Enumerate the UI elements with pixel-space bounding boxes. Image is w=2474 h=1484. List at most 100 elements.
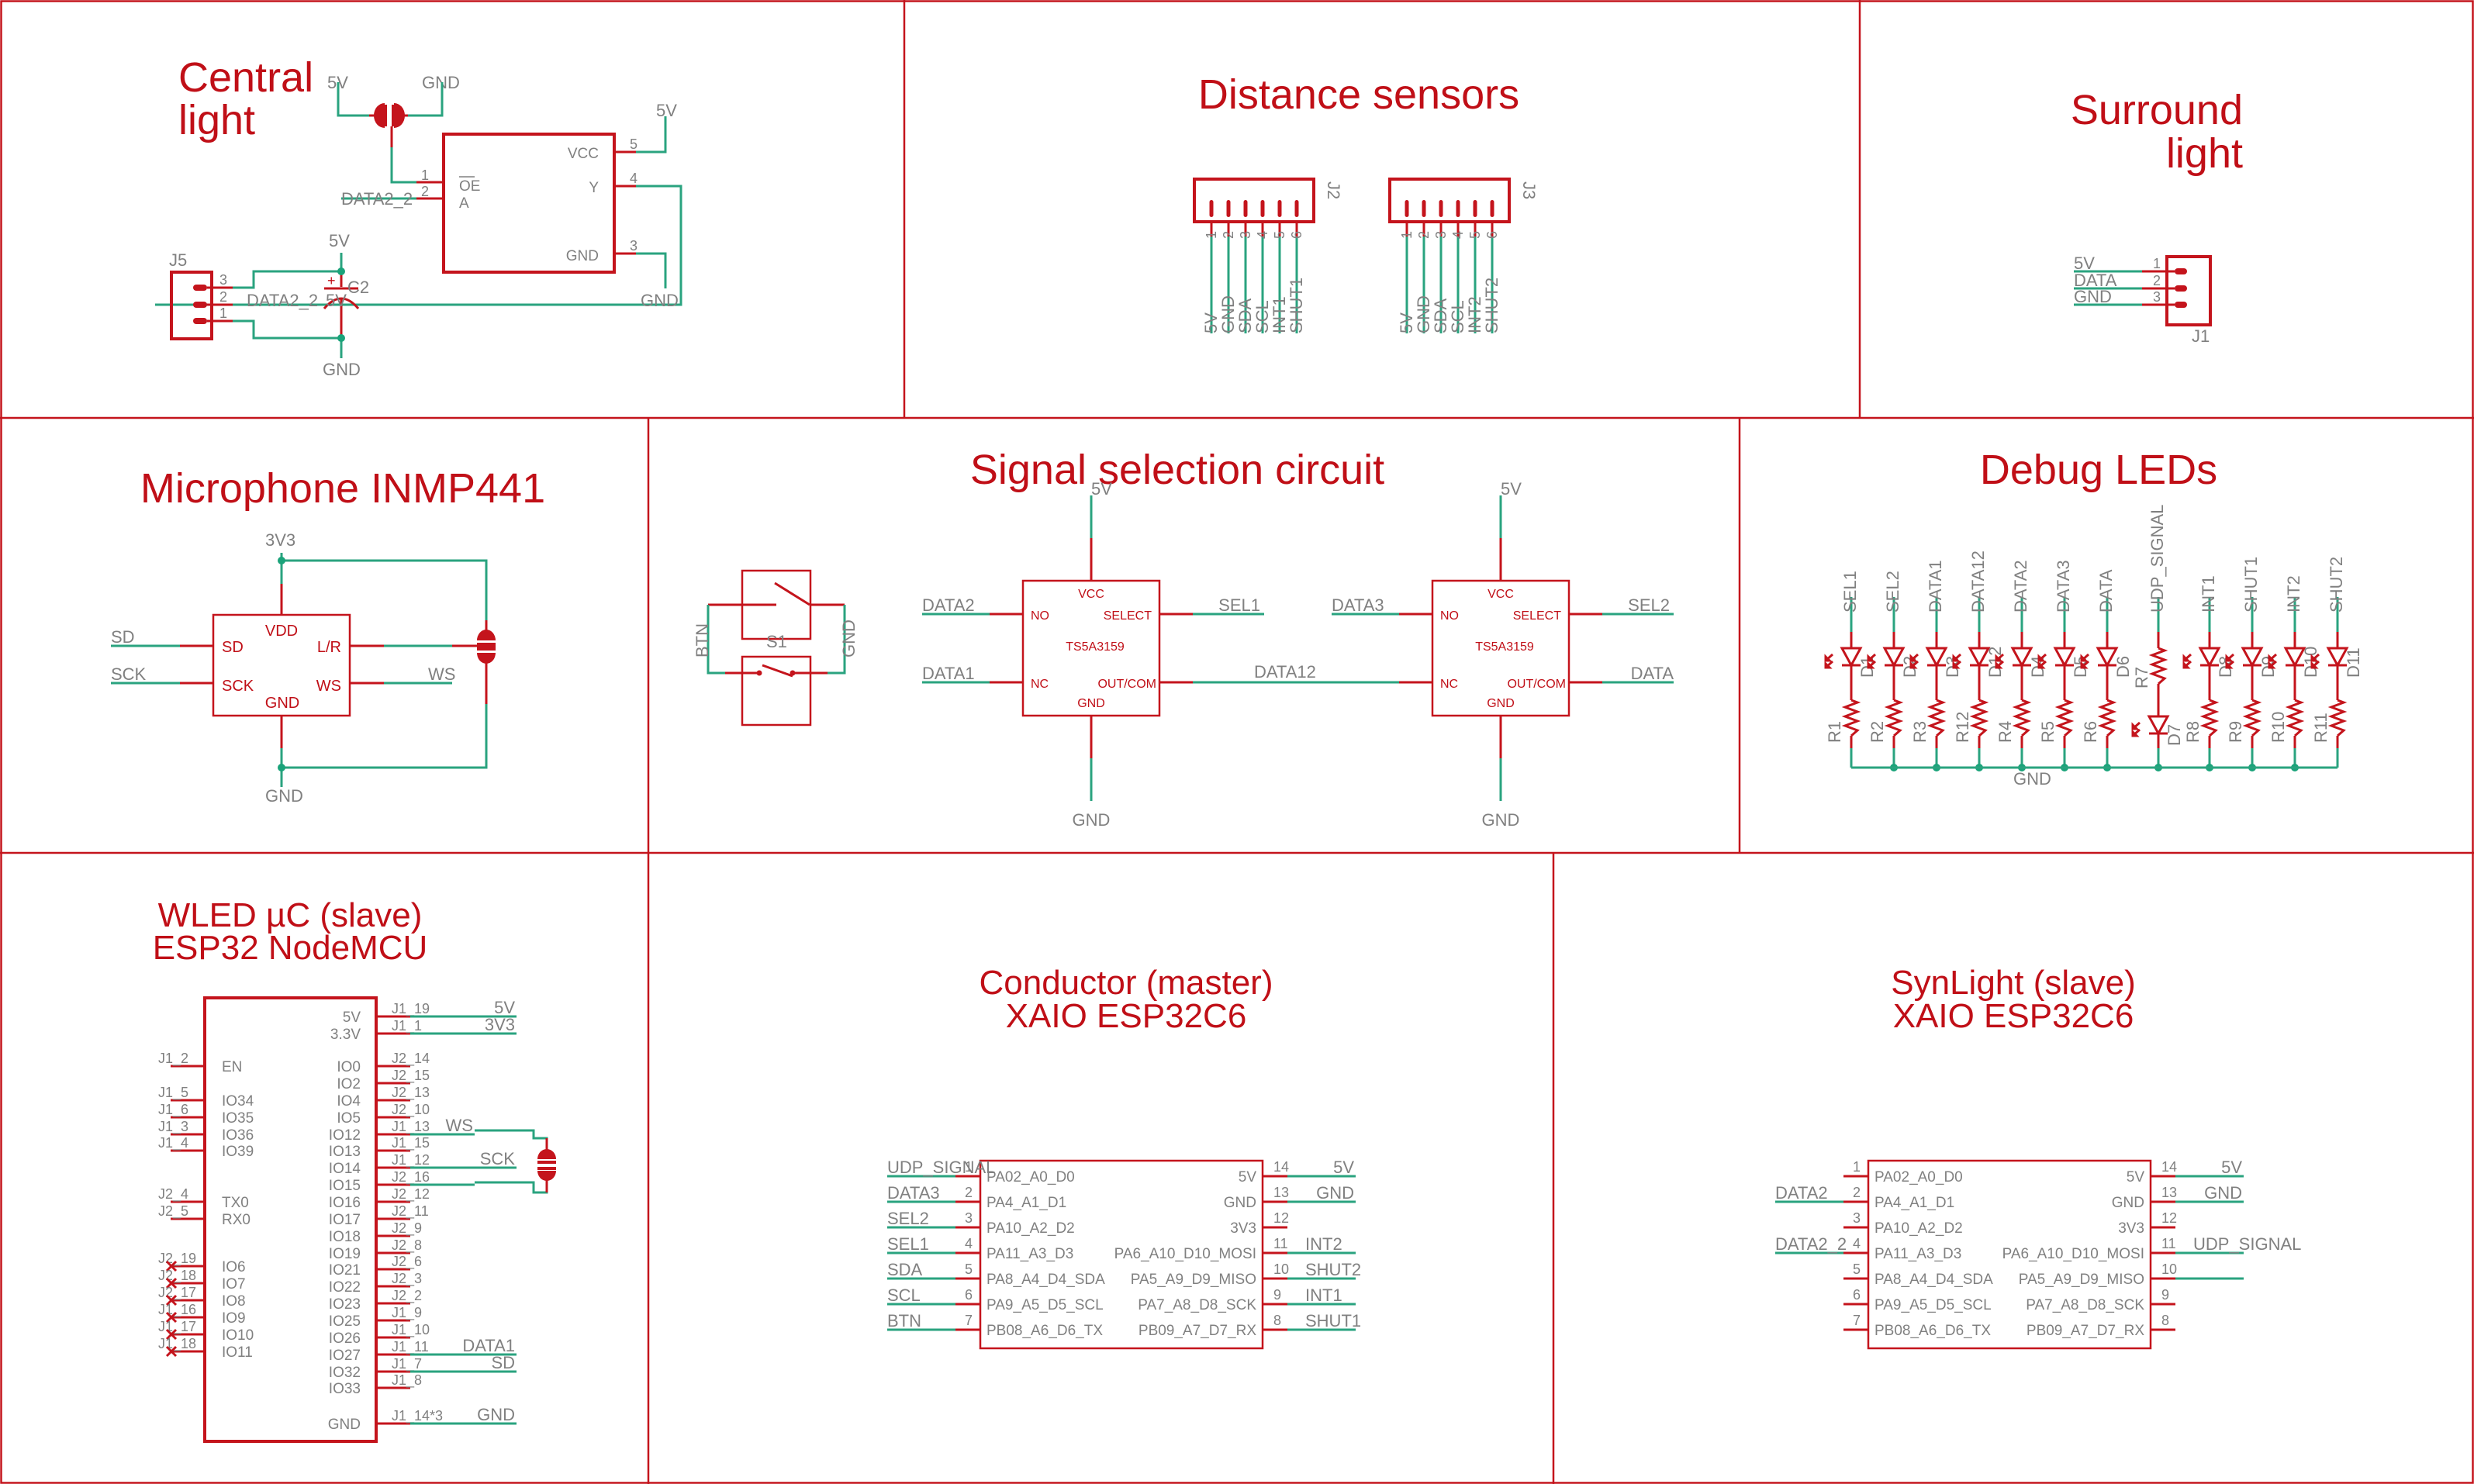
pin-name: PA8_A4_D4_SDA [1875, 1272, 1993, 1288]
pad-label: J2_17 [158, 1285, 196, 1301]
pad-label: J2_12 [392, 1186, 430, 1203]
net-label: BTN [887, 1311, 921, 1330]
pin-number: 5 [1272, 231, 1287, 239]
connector-pins [2142, 268, 2187, 308]
pin-number: 6 [1289, 231, 1304, 239]
pin-name: VCC [568, 146, 599, 162]
pad-label: J2_13 [392, 1085, 430, 1101]
ref-designator: C2 [347, 278, 369, 297]
pin-name: EN [222, 1059, 242, 1075]
pin-number: 9 [2161, 1287, 2169, 1303]
pin-name: PA10_A2_D2 [986, 1220, 1075, 1237]
light-emission-arrows [1824, 653, 1833, 669]
ref-designator: J5 [169, 250, 187, 270]
pin-contact [1226, 200, 1231, 217]
net-label: INT1 [1270, 296, 1289, 333]
net-label: GND [1218, 295, 1238, 333]
pin-contact [1260, 200, 1265, 217]
pad-label: J2_10 [392, 1102, 430, 1118]
pin-name: PA9_A5_D5_SCL [986, 1297, 1104, 1313]
pin-contact [1277, 200, 1282, 217]
no-connect-icon [165, 1311, 178, 1324]
net-label: GND [323, 360, 361, 379]
light-emission-arrows [2182, 653, 2192, 669]
pad-label: J2_18 [158, 1268, 196, 1284]
pin-name: NO [1440, 609, 1459, 623]
pin-number: 2 [1221, 231, 1236, 239]
pin-contact [1243, 200, 1248, 217]
xiao-chips: 1PA02_A0_D0UDP_SIGNAL2PA4_A1_D1DATA33PA1… [887, 1158, 2301, 1350]
pin-name: IO4 [337, 1093, 361, 1110]
wled-cap [475, 1129, 556, 1194]
pin-contact [1294, 200, 1299, 217]
pad-label: J1_3 [158, 1119, 188, 1135]
part-number: TS5A3159 [1066, 640, 1125, 654]
connector-j2 [1193, 178, 1315, 223]
pin-name: IO11 [222, 1344, 253, 1361]
pin-name: IO14 [329, 1161, 361, 1177]
net-label: GND [641, 291, 679, 310]
pin-name: IO27 [329, 1348, 361, 1364]
central-light-section: 5V GND 1 2 DATA2_2 OE A VCC Y GND 5 4 [155, 73, 682, 379]
wled-pins: ENJ1_2IO34J1_5IO35J1_6IO36J1_3IO39J1_4TX… [158, 998, 517, 1433]
net-label: DATA2_2 [341, 189, 413, 209]
net-label: 5V [2221, 1158, 2242, 1177]
pin-name: VCC [1078, 588, 1104, 601]
resistor-icon [2097, 699, 2117, 737]
net-label: DATA2 [922, 595, 975, 615]
pin-contact [1490, 200, 1494, 217]
resistor-icon [1926, 699, 1947, 737]
light-emission-arrows [1995, 653, 2004, 669]
net-label: SEL2 [1883, 571, 1902, 613]
surround-light-section: 5V DATA GND 1 2 3 J1 [2074, 254, 2212, 346]
part-number: TS5A3159 [1475, 640, 1534, 654]
wire [282, 704, 488, 769]
pad-label: J1_11 [392, 1339, 429, 1355]
net-label: SEL1 [887, 1234, 929, 1254]
wire [390, 147, 416, 184]
pin-name: IO6 [222, 1259, 246, 1275]
no-connect-icon [165, 1260, 178, 1272]
pin-number: 1 [965, 1159, 973, 1175]
pin-name: IO36 [222, 1127, 254, 1144]
pad-label: J2_9 [392, 1220, 422, 1237]
pin-name: IO23 [329, 1296, 361, 1313]
net-label: WS [428, 664, 455, 684]
connector-pins [193, 285, 233, 324]
pin-number: 10 [1273, 1261, 1289, 1277]
pin-number: 2 [1416, 231, 1432, 239]
pin-name: NC [1440, 678, 1458, 691]
net-label: DATA12 [1968, 550, 1988, 613]
pin-name: OE [459, 178, 480, 195]
pin-number: 3 [2153, 289, 2161, 305]
pin-name: PA6_A10_D10_MOSI [1114, 1246, 1256, 1262]
resistor-icon [2054, 699, 2075, 737]
push-button-switch [707, 569, 846, 726]
light-emission-arrows [2037, 653, 2047, 669]
net-label: UDP_SIGNAL [2147, 505, 2167, 613]
pad-label: J1_13 [392, 1119, 430, 1135]
net-label: 3V3 [265, 530, 295, 550]
pin-number: 5 [630, 136, 638, 152]
pin-name: PA4_A1_D1 [1875, 1195, 1954, 1211]
pin-name: 3V3 [1230, 1220, 1256, 1237]
resistor-icon [2012, 699, 2032, 737]
net-label: DATA [2074, 271, 2117, 290]
pad-label: J1_12 [392, 1152, 430, 1168]
buffer-ic [442, 133, 616, 274]
net-label: INT2 [1305, 1234, 1342, 1254]
pin-name: IO7 [222, 1276, 246, 1292]
net-label: DATA1 [922, 664, 975, 683]
pin-name: VDD [265, 623, 298, 640]
ref-designator: R2 [1868, 721, 1887, 743]
pin-number: 6 [1853, 1287, 1861, 1303]
resistor-icon [2148, 647, 2168, 685]
net-label: 5V [1333, 1158, 1354, 1177]
pin-number: 1 [1853, 1159, 1861, 1175]
junction [337, 334, 345, 342]
pad-label: J1_17 [158, 1319, 196, 1335]
pad-label: J2_19 [158, 1251, 196, 1267]
pin-number: 3 [1853, 1210, 1861, 1226]
pin-name: GND [2112, 1195, 2144, 1211]
